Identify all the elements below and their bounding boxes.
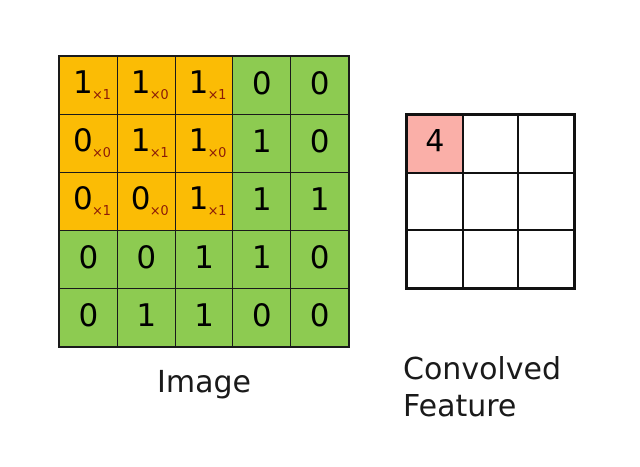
kernel-weight-subscript: ×1 xyxy=(207,88,227,103)
feature-cell-r1-c2 xyxy=(463,116,518,172)
image-cell-r5-c5: 0 xyxy=(291,289,348,346)
image-cell-value: 1 xyxy=(130,123,151,159)
image-caption: Image xyxy=(157,365,251,400)
kernel-weight-subscript: ×0 xyxy=(149,88,169,103)
image-cell-value: 0 xyxy=(78,298,99,334)
image-cell-r2-c4: 1 xyxy=(233,115,291,172)
image-cell-value: 0 xyxy=(73,181,93,217)
feature-cell-value: 4 xyxy=(425,123,445,159)
image-cell-value: 1 xyxy=(251,240,272,276)
image-cell-value: 0 xyxy=(309,298,330,334)
image-cell-value: 0 xyxy=(73,123,93,159)
image-cell-r3-c3: 1×1 xyxy=(175,173,233,230)
feature-cell-r2-c3 xyxy=(519,173,573,230)
kernel-weight-subscript: ×0 xyxy=(92,146,111,161)
image-cell-r5-c4: 0 xyxy=(233,289,291,346)
feature-cell-r2-c2 xyxy=(463,173,518,230)
convolved-feature-caption-line-1: Convolved xyxy=(403,352,562,387)
image-cell-r3-c5: 1 xyxy=(291,173,348,230)
feature-cell-r3-c3 xyxy=(519,231,573,287)
feature-cell-r2-c1 xyxy=(408,173,462,230)
image-cell-r2-c3: 1×0 xyxy=(175,115,233,172)
image-cell-r3-c1: 0×1 xyxy=(60,173,117,230)
image-cell-r3-c2: 0×0 xyxy=(117,173,175,230)
image-cell-value: 1 xyxy=(188,65,209,101)
image-cell-r4-c1: 0 xyxy=(60,231,117,288)
image-cell-r4-c4: 1 xyxy=(233,231,291,288)
image-cell-value: 0 xyxy=(130,181,151,217)
image-cell-r1-c3: 1×1 xyxy=(175,57,233,114)
image-cell-value: 0 xyxy=(136,240,157,276)
image-cell-r5-c2: 1 xyxy=(117,289,175,346)
image-cell-r2-c2: 1×1 xyxy=(117,115,175,172)
image-cell-r1-c4: 0 xyxy=(233,57,291,114)
image-cell-value: 1 xyxy=(130,65,151,101)
image-cell-r4-c2: 0 xyxy=(117,231,175,288)
image-cell-value: 1 xyxy=(188,123,209,159)
feature-cell-r3-c1 xyxy=(408,231,462,287)
kernel-weight-subscript: ×1 xyxy=(149,146,169,161)
convolved-feature-matrix: 4 xyxy=(405,113,576,290)
image-cell-value: 0 xyxy=(78,240,99,276)
image-cell-r5-c3: 1 xyxy=(175,289,233,346)
image-cell-r4-c3: 1 xyxy=(175,231,233,288)
image-cell-value: 1 xyxy=(136,298,157,334)
image-cell-value: 1 xyxy=(73,65,93,101)
feature-cell-r1-c1: 4 xyxy=(408,116,462,172)
feature-cell-r1-c3 xyxy=(519,116,573,172)
kernel-weight-subscript: ×0 xyxy=(149,204,169,219)
convolved-feature-caption-line-2: Feature xyxy=(403,388,517,424)
image-cell-r4-c5: 0 xyxy=(291,231,348,288)
image-cell-r3-c4: 1 xyxy=(233,173,291,230)
image-cell-r1-c2: 1×0 xyxy=(117,57,175,114)
convolved-feature-caption: Convolved Feature xyxy=(403,352,613,425)
kernel-weight-subscript: ×0 xyxy=(207,146,227,161)
image-cell-r1-c5: 0 xyxy=(291,57,348,114)
kernel-weight-subscript: ×1 xyxy=(92,88,111,103)
image-cell-r2-c5: 0 xyxy=(291,115,348,172)
image-cell-value: 1 xyxy=(194,298,214,334)
kernel-weight-subscript: ×1 xyxy=(92,204,111,219)
image-cell-value: 1 xyxy=(194,240,214,276)
image-cell-r1-c1: 1×1 xyxy=(60,57,117,114)
image-cell-value: 0 xyxy=(251,66,272,102)
image-cell-value: 1 xyxy=(188,181,209,217)
feature-cell-r3-c2 xyxy=(463,231,518,287)
image-cell-value: 0 xyxy=(251,298,272,334)
image-cell-value: 1 xyxy=(251,182,272,218)
image-cell-r2-c1: 0×0 xyxy=(60,115,117,172)
image-cell-r5-c1: 0 xyxy=(60,289,117,346)
image-cell-value: 0 xyxy=(309,66,330,102)
image-cell-value: 0 xyxy=(309,240,330,276)
image-cell-value: 1 xyxy=(309,182,330,218)
image-cell-value: 1 xyxy=(251,124,272,160)
image-cell-value: 0 xyxy=(309,124,330,160)
kernel-weight-subscript: ×1 xyxy=(207,204,227,219)
